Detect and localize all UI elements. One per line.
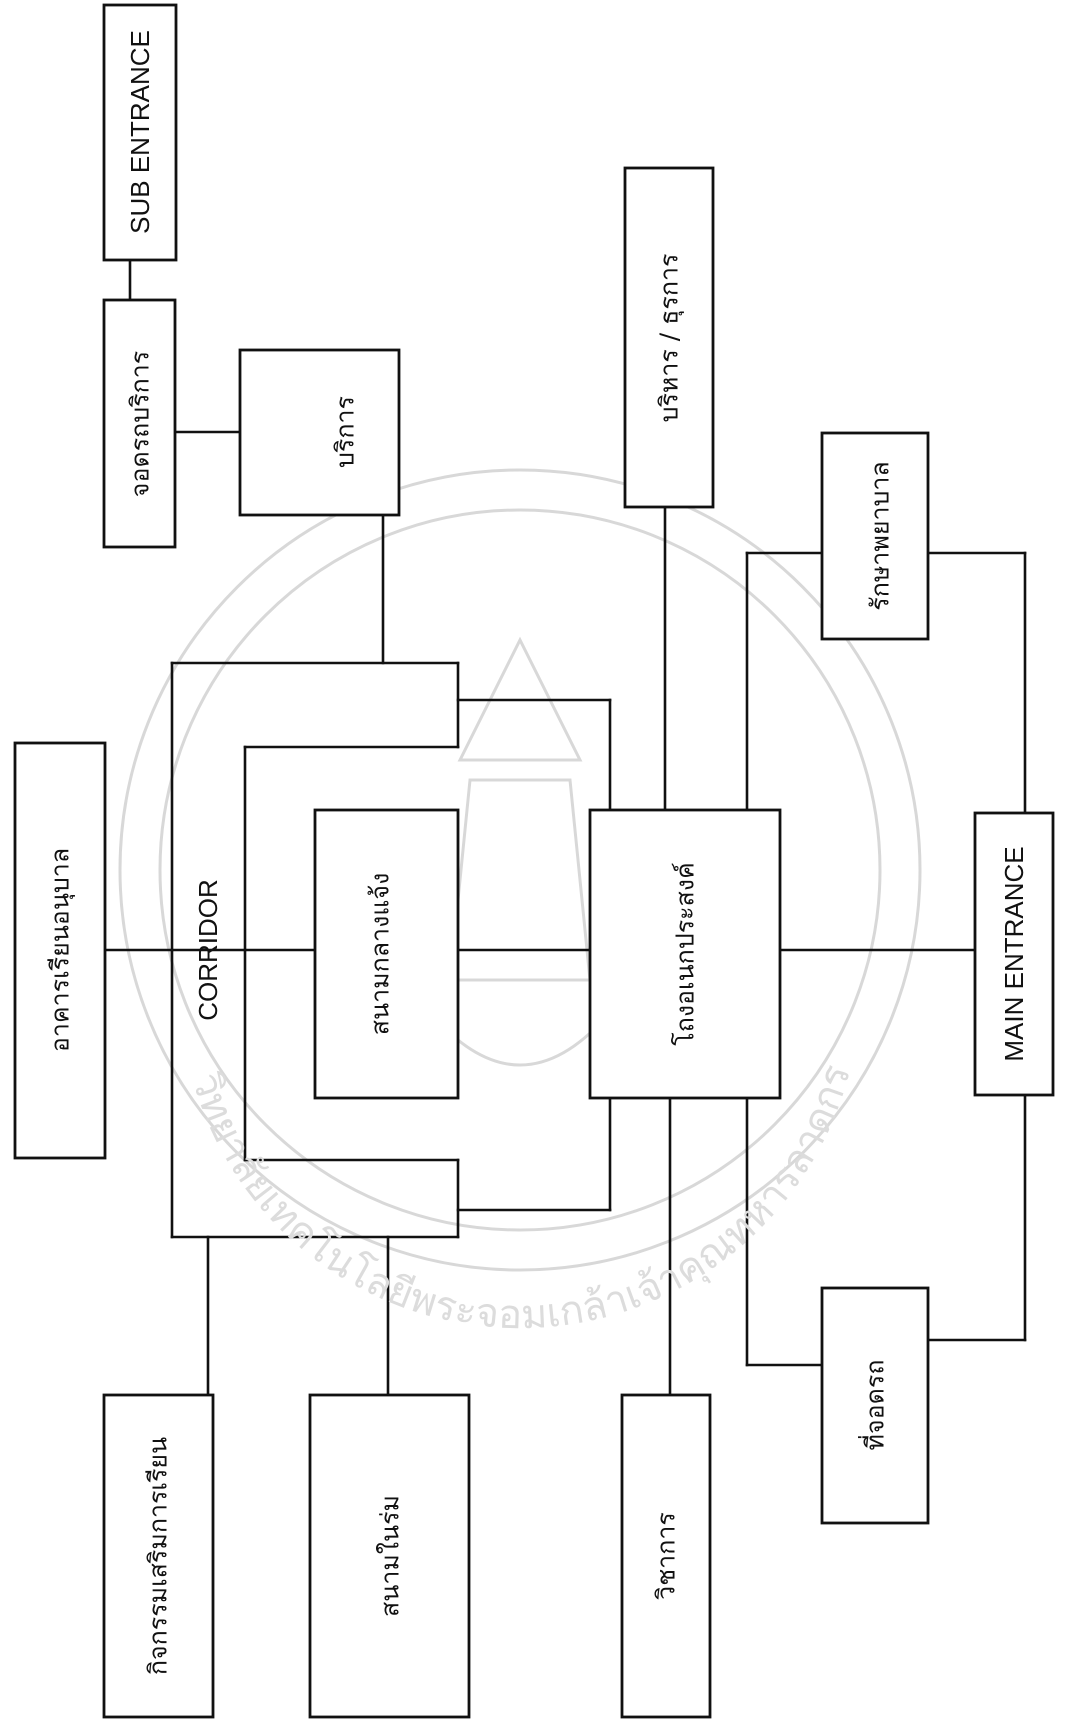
extra-activities-box: [102, 1393, 215, 1719]
outdoor-field-label: สนามกลางแจ้ง: [366, 873, 395, 1036]
service-parking-label: จอดรถบริการ: [126, 351, 155, 497]
sub-entrance-box: [102, 3, 178, 262]
extra-activities-label: กิจกรรมเสริมการเรียน: [144, 1437, 173, 1675]
corridor-label: CORRIDOR: [193, 879, 223, 1021]
sub-entrance-label: SUB ENTRANCE: [125, 30, 155, 234]
main-entrance-label: MAIN ENTRANCE: [999, 846, 1029, 1061]
academic-label: วิชาการ: [652, 1512, 681, 1600]
connectors: [103, 258, 1027, 1397]
parking-box: [820, 1286, 930, 1525]
service-label: บริการ: [331, 396, 360, 468]
nursing-box: [820, 431, 930, 641]
service-box: [238, 348, 401, 517]
admin-business-label: บริหาร / ธุรการ: [655, 254, 685, 423]
multipurpose-hall-label: โถงอเนกประสงค์: [671, 862, 700, 1045]
shaded-field-box: [308, 1393, 471, 1719]
kindergarten-box: [13, 741, 107, 1160]
nursing-label: รักษาพยาบาล: [866, 461, 895, 610]
outdoor-field-box: [313, 808, 460, 1100]
service-parking-box: [102, 298, 177, 549]
multipurpose-hall-box: [588, 808, 782, 1100]
admin-business-box: [623, 166, 715, 509]
parking-label: ที่จอดรถ: [858, 1360, 890, 1451]
main-entrance-box: [973, 811, 1055, 1097]
shaded-field-label: สนามในร่ม: [376, 1495, 405, 1617]
watermark-seal: [118, 468, 922, 1272]
academic-box: [620, 1393, 712, 1719]
kindergarten-label: อาคารเรียนอนุบาล: [46, 848, 76, 1052]
